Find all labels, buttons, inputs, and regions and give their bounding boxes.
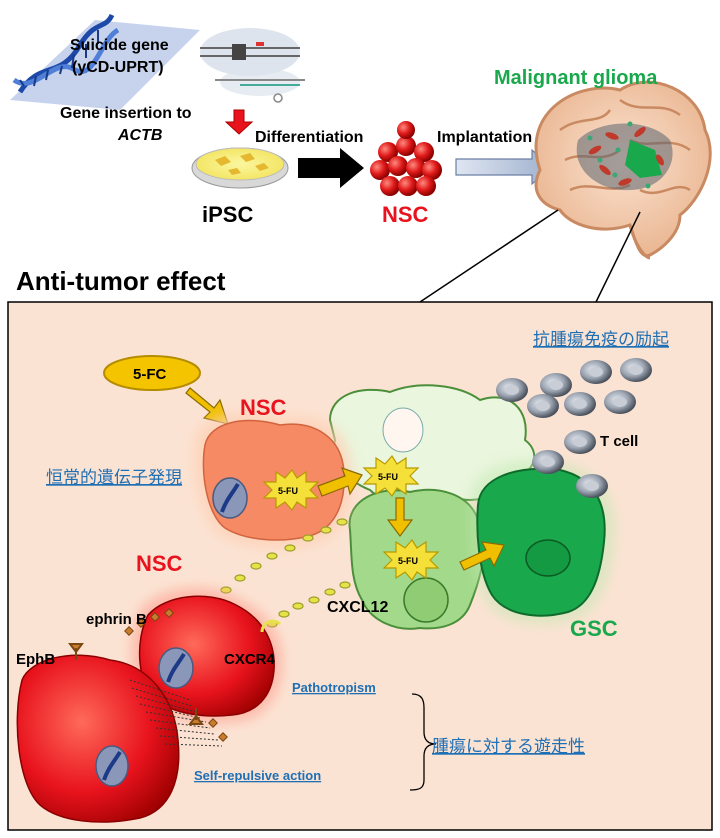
suicide-gene-name: (yCD-UPRT)	[72, 59, 164, 76]
gene-insertion-label: Gene insertion to	[60, 105, 192, 122]
implantation-label: Implantation	[437, 129, 532, 146]
ipsc-label: iPSC	[202, 202, 253, 227]
genome-construct-diagram	[200, 28, 305, 103]
five-fu-arrow-2	[386, 497, 414, 537]
nsc-lower-label: NSC	[136, 551, 183, 576]
five-fc-label: 5-FC	[133, 366, 167, 383]
five-fc-capsule: 5-FC	[103, 355, 201, 391]
ephb-label: EphB	[16, 651, 55, 668]
zoom-line-left	[419, 209, 559, 303]
nsc-upper-cell	[193, 412, 353, 549]
five-fu-star-2: 5-FU	[362, 454, 420, 498]
tumor-migration-link[interactable]: 腫瘍に対する遊走性	[432, 737, 585, 757]
gsc-cell	[469, 460, 616, 625]
cxcr4-receptor	[260, 619, 282, 633]
suicide-gene-label: Suicide gene	[70, 37, 169, 54]
t-cell-icon	[527, 394, 559, 418]
self-repulsive-link[interactable]: Self-repulsive action	[194, 768, 321, 783]
five-fu-label: 5-FU	[378, 472, 398, 482]
t-cell-icon	[580, 360, 612, 384]
malignant-glioma-label: Malignant glioma	[494, 67, 658, 89]
t-cell-icon	[576, 474, 608, 498]
differentiation-arrow	[298, 148, 364, 188]
t-cell-group	[496, 358, 652, 498]
cxcl12-label: CXCL12	[327, 599, 388, 616]
t-cell-icon	[564, 392, 596, 416]
section-title: Anti-tumor effect	[16, 266, 226, 296]
t-cell-icon	[496, 378, 528, 402]
five-fu-star-3: 5-FU	[382, 538, 440, 582]
immune-activation-link[interactable]: 抗腫瘍免疫の励起	[533, 330, 669, 350]
five-fu-label: 5-FU	[278, 486, 298, 496]
petri-dish-icon	[191, 147, 289, 189]
t-cell-icon	[620, 358, 652, 382]
five-fu-star-1: 5-FU	[262, 468, 320, 512]
t-cell-icon	[604, 390, 636, 414]
five-fu-arrow-3	[459, 541, 505, 571]
nsc-upper-label: NSC	[240, 395, 287, 420]
dna-helix-icon	[10, 13, 200, 110]
cxcr4-label: CXCR4	[224, 651, 276, 668]
five-fu-label: 5-FU	[398, 556, 418, 566]
ephrin-b-markers	[124, 608, 228, 742]
cxcl12-trail	[220, 518, 351, 628]
nsc-bottom-cell	[16, 654, 180, 823]
nsc-lower-cell	[131, 587, 283, 724]
self-repulsion-lines	[129, 679, 223, 747]
t-cell-icon	[532, 450, 564, 474]
t-cell-label: T cell	[600, 433, 638, 450]
five-fu-arrow-1	[317, 467, 363, 497]
gene-expression-link[interactable]: 恒常的遺伝子発現	[46, 468, 182, 488]
ephrin-b-label: ephrin B	[86, 611, 147, 628]
nsc-cluster-icon	[370, 121, 442, 196]
nsc-top-label: NSC	[382, 202, 429, 227]
ephb-receptors	[68, 643, 204, 725]
actb-label: ACTB	[117, 127, 162, 144]
differentiation-label: Differentiation	[255, 129, 363, 146]
brain-icon	[534, 80, 712, 260]
t-cell-icon	[564, 430, 596, 454]
bracket	[409, 693, 437, 791]
pathotropism-link[interactable]: Pathotropism	[292, 680, 376, 695]
t-cell-icon	[540, 373, 572, 397]
gsc-label: GSC	[570, 616, 618, 641]
zoom-line-right	[595, 211, 641, 303]
insertion-arrow	[224, 109, 254, 135]
